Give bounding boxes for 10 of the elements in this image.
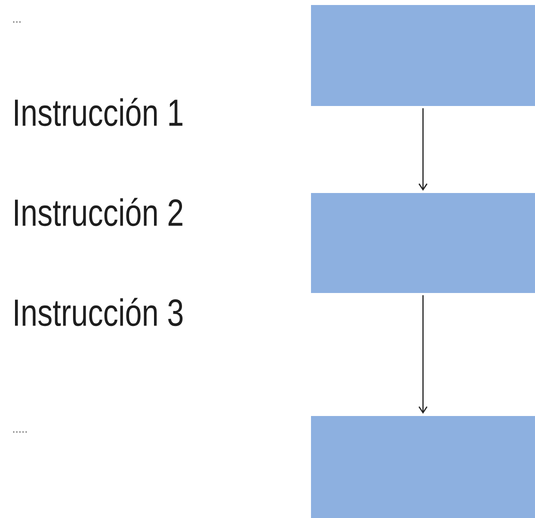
arrow xyxy=(418,295,428,414)
arrow xyxy=(418,108,428,191)
process-box xyxy=(311,5,535,106)
process-box xyxy=(311,192,535,293)
instruction-label: Instrucción 3 xyxy=(15,298,183,326)
instruction-label: Instrucción 1 xyxy=(15,98,182,126)
process-box xyxy=(311,416,535,518)
instruction-label: Instrucción 2 xyxy=(15,198,182,226)
ellipsis: ... xyxy=(13,21,20,23)
ellipsis: ..... xyxy=(13,431,27,433)
